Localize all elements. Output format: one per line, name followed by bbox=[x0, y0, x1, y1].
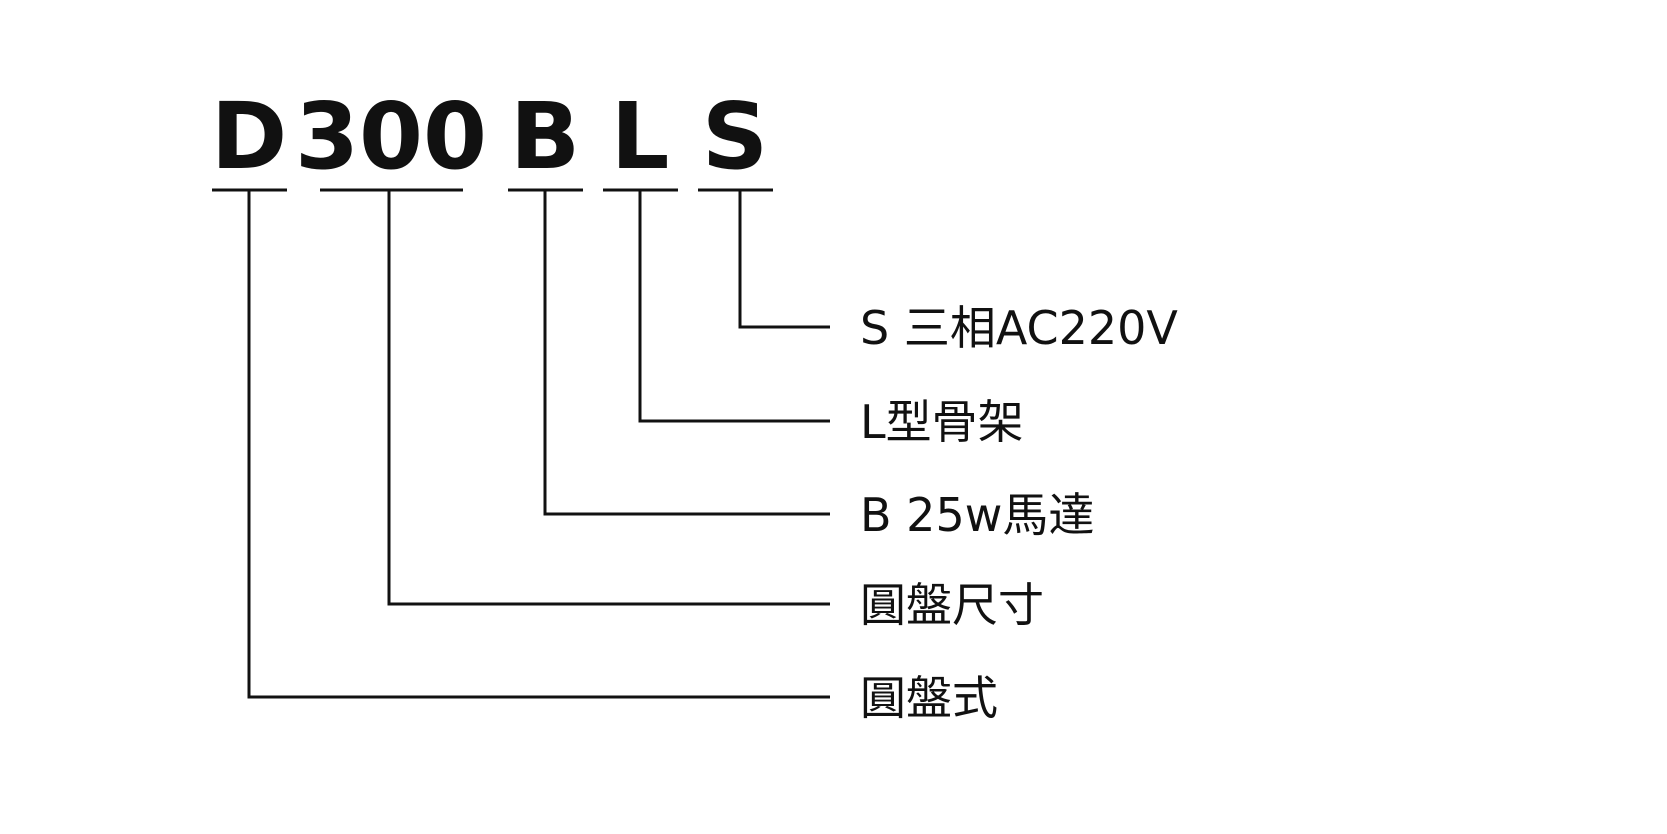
label-s: S 三相AC220V bbox=[860, 301, 1178, 355]
leader-line-s bbox=[738, 190, 830, 329]
label-d: 圓盤式 bbox=[860, 671, 998, 725]
label-l: L型骨架 bbox=[860, 395, 1024, 449]
leader-line-300 bbox=[387, 190, 830, 606]
leader-line-b bbox=[543, 190, 830, 516]
leader-line-l bbox=[638, 190, 830, 423]
leader-line-d bbox=[247, 190, 830, 699]
code-segment-d: D bbox=[211, 83, 287, 190]
code-segment-s: S bbox=[702, 83, 768, 190]
code-segment-300: 300 bbox=[295, 83, 487, 190]
code-segment-l: L bbox=[611, 83, 670, 190]
label-b: B 25w馬達 bbox=[860, 488, 1094, 542]
label-300: 圓盤尺寸 bbox=[860, 578, 1044, 632]
code-segment-b: B bbox=[510, 83, 580, 190]
